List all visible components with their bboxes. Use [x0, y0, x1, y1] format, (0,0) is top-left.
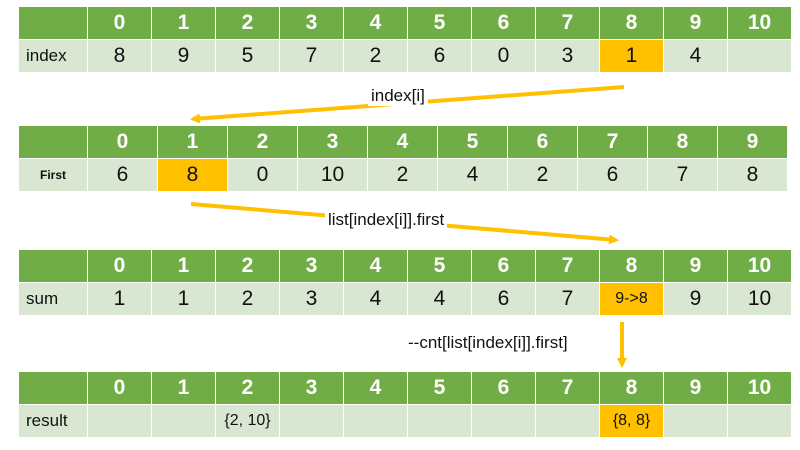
- sum-header-cell: 5: [407, 249, 472, 283]
- result-value-cell: [87, 404, 152, 438]
- first-value-cell: 0: [227, 158, 298, 192]
- index-value-cell: [727, 39, 792, 73]
- index-value-cell: 1: [599, 39, 664, 73]
- sum-value-cell: 9->8: [599, 282, 664, 316]
- result-header-cell: 0: [87, 371, 152, 405]
- index-header-cell: 9: [663, 6, 728, 40]
- index-header-cell: [18, 6, 88, 40]
- sum-header-cell: [18, 249, 88, 283]
- first-value-cell: 2: [507, 158, 578, 192]
- result-table-value-row: result {2, 10} {8, 8}: [18, 404, 792, 438]
- result-value-cell: [407, 404, 472, 438]
- sum-header-cell: 8: [599, 249, 664, 283]
- caption-index-i: index[i]: [368, 86, 428, 106]
- result-header-cell: 6: [471, 371, 536, 405]
- first-header-cell: 7: [577, 125, 648, 159]
- result-value-cell: {8, 8}: [599, 404, 664, 438]
- sum-value-cell: 1: [151, 282, 216, 316]
- result-header-cell: 1: [151, 371, 216, 405]
- caption-decrement-cnt: --cnt[list[index[i]].first]: [405, 333, 571, 353]
- result-value-cell: [279, 404, 344, 438]
- index-header-cell: 1: [151, 6, 216, 40]
- index-value-cell: 7: [279, 39, 344, 73]
- sum-value-cell: 7: [535, 282, 600, 316]
- result-value-cell: [151, 404, 216, 438]
- first-header-cell: 6: [507, 125, 578, 159]
- first-value-cell: 8: [717, 158, 788, 192]
- sum-value-cell: 1: [87, 282, 152, 316]
- result-value-cell: [535, 404, 600, 438]
- result-header-cell: 10: [727, 371, 792, 405]
- index-header-cell: 10: [727, 6, 792, 40]
- sum-value-cell: 6: [471, 282, 536, 316]
- index-value-cell: 4: [663, 39, 728, 73]
- first-value-cell: 7: [647, 158, 718, 192]
- result-value-cell: [471, 404, 536, 438]
- index-row-label: index: [18, 39, 88, 73]
- sum-value-cell: 3: [279, 282, 344, 316]
- result-value-cell: [343, 404, 408, 438]
- first-header-cell: 9: [717, 125, 788, 159]
- first-header-cell: 5: [437, 125, 508, 159]
- index-value-cell: 6: [407, 39, 472, 73]
- result-header-cell: 7: [535, 371, 600, 405]
- sum-row-label: sum: [18, 282, 88, 316]
- sum-value-cell: 2: [215, 282, 280, 316]
- result-value-cell: {2, 10}: [215, 404, 280, 438]
- first-header-cell: 2: [227, 125, 298, 159]
- result-header-cell: 2: [215, 371, 280, 405]
- result-value-cell: [663, 404, 728, 438]
- result-value-cell: [727, 404, 792, 438]
- index-value-cell: 5: [215, 39, 280, 73]
- index-value-cell: 9: [151, 39, 216, 73]
- index-header-cell: 3: [279, 6, 344, 40]
- first-header-cell: 8: [647, 125, 718, 159]
- result-header-cell: [18, 371, 88, 405]
- first-header-cell: 3: [297, 125, 368, 159]
- first-value-cell: 8: [157, 158, 228, 192]
- index-header-cell: 6: [471, 6, 536, 40]
- index-value-cell: 8: [87, 39, 152, 73]
- sum-value-cell: 9: [663, 282, 728, 316]
- result-header-cell: 8: [599, 371, 664, 405]
- index-value-cell: 2: [343, 39, 408, 73]
- index-header-cell: 2: [215, 6, 280, 40]
- first-value-cell: 2: [367, 158, 438, 192]
- first-header-cell: 0: [87, 125, 158, 159]
- sum-value-cell: 4: [407, 282, 472, 316]
- sum-value-cell: 10: [727, 282, 792, 316]
- sum-header-cell: 0: [87, 249, 152, 283]
- index-value-cell: 3: [535, 39, 600, 73]
- first-value-cell: 6: [87, 158, 158, 192]
- sum-header-cell: 3: [279, 249, 344, 283]
- sum-header-cell: 7: [535, 249, 600, 283]
- index-value-cell: 0: [471, 39, 536, 73]
- result-header-cell: 5: [407, 371, 472, 405]
- index-header-cell: 4: [343, 6, 408, 40]
- first-value-cell: 10: [297, 158, 368, 192]
- result-header-cell: 3: [279, 371, 344, 405]
- result-row-label: result: [18, 404, 88, 438]
- result-header-cell: 9: [663, 371, 728, 405]
- first-header-cell: 4: [367, 125, 438, 159]
- caption-list-index-first: list[index[i]].first: [325, 210, 448, 230]
